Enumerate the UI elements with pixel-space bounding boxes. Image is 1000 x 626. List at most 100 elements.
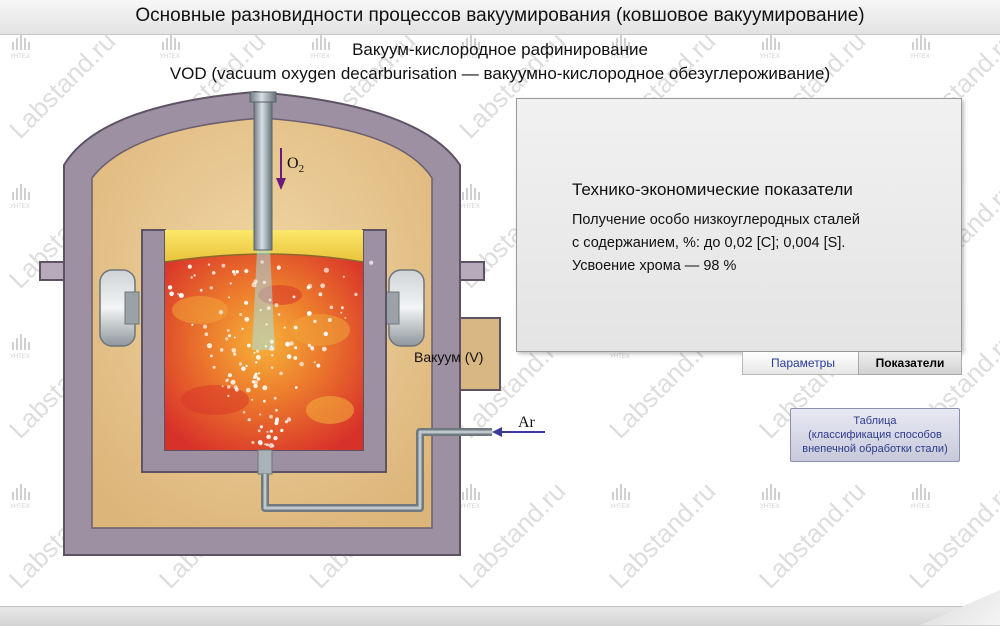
argon-bubble	[251, 398, 254, 401]
argon-bubble	[169, 291, 174, 297]
tab-indicators[interactable]: Показатели	[858, 352, 962, 375]
porous-plug	[257, 449, 273, 475]
argon-bubble	[274, 303, 279, 308]
argon-bubble	[354, 292, 358, 297]
argon-bubble	[190, 276, 193, 279]
argon-bubble	[273, 435, 278, 441]
bottom-bar	[0, 606, 1000, 626]
argon-bubble	[218, 310, 224, 315]
argon-bubble	[233, 385, 238, 390]
classification-table-button[interactable]: Таблица (классификация способов внепечно…	[790, 408, 960, 462]
argon-bubble	[212, 365, 216, 369]
argon-bubble	[306, 311, 312, 316]
argon-bubble	[340, 311, 343, 314]
argon-bubble	[206, 343, 213, 349]
argon-bubble	[306, 285, 311, 290]
vacuum-label: Вакуум (V)	[414, 349, 483, 365]
argon-bubble	[294, 346, 298, 350]
argon-bubble	[293, 356, 298, 360]
argon-bubble	[262, 280, 266, 285]
argon-bubble	[226, 378, 229, 381]
argon-bubble	[316, 363, 321, 368]
argon-bubble	[292, 295, 296, 299]
panel-heading: Технико-экономические показатели	[572, 180, 853, 199]
argon-bubble	[342, 275, 345, 278]
argon-bubble	[323, 267, 329, 273]
argon-bubble	[269, 339, 274, 344]
left-flange	[99, 269, 140, 347]
argon-bubble	[247, 418, 251, 422]
argon-bubble	[211, 271, 216, 275]
argon-bubble	[323, 331, 328, 336]
argon-bubble	[227, 385, 231, 389]
argon-bubble	[226, 329, 230, 332]
panel-line: с содержанием, %: до 0,02 [C]; 0,004 [S]…	[572, 235, 846, 251]
argon-bubble	[199, 288, 203, 292]
ar-arrow-icon	[492, 427, 545, 437]
argon-bubble	[227, 394, 230, 398]
panel-line: Получение особо низкоуглеродных сталей	[572, 212, 860, 228]
argon-bubble	[286, 417, 292, 422]
argon-bubble	[219, 348, 224, 352]
argon-bubble	[307, 343, 312, 348]
argon-bubble	[270, 345, 273, 348]
argon-bubble	[329, 305, 334, 310]
argon-bubble	[239, 313, 243, 316]
argon-bubble	[244, 300, 249, 305]
argon-bubble	[225, 337, 229, 341]
argon-bubble	[313, 319, 317, 324]
argon-bubble	[221, 263, 226, 268]
ar-label: Ar	[518, 414, 536, 431]
process-subtitle: VOD (vacuum oxygen decarburisation — вак…	[169, 64, 831, 83]
argon-bubble	[266, 430, 269, 433]
argon-bubble	[264, 443, 267, 446]
argon-bubble	[264, 345, 267, 348]
argon-bubble	[253, 383, 258, 389]
panel-line: Усвоение хрома — 98 %	[572, 258, 737, 274]
argon-bubble	[239, 362, 243, 366]
argon-bubble	[245, 364, 248, 368]
argon-bubble	[253, 279, 258, 284]
argon-bubble	[310, 345, 314, 350]
argon-bubble	[233, 352, 237, 356]
argon-bubble	[313, 361, 316, 364]
argon-bubble	[294, 386, 298, 389]
argon-bubble	[233, 336, 236, 339]
right-trunnion-stub	[457, 261, 485, 281]
argon-bubble	[265, 443, 269, 447]
argon-bubble	[259, 413, 262, 416]
argon-bubble	[271, 354, 274, 357]
argon-bubble	[344, 316, 347, 319]
argon-bubble	[177, 292, 180, 296]
argon-bubbles	[167, 260, 374, 448]
argon-bubble	[289, 341, 294, 346]
process-title: Вакуум-кислородное рафинирование	[352, 40, 648, 59]
argon-bubble	[293, 325, 298, 330]
tab-parameters[interactable]: Параметры	[742, 352, 864, 375]
argon-bubble	[266, 434, 271, 440]
argon-bubble	[256, 355, 261, 360]
argon-bubble	[257, 429, 261, 433]
argon-bubble	[191, 323, 194, 326]
title-bar: Основные разновидности процессов вакууми…	[0, 0, 1000, 35]
argon-bubble	[207, 263, 211, 266]
argon-bubble	[279, 371, 283, 376]
argon-bubble	[241, 327, 244, 330]
argon-bubble	[320, 283, 326, 289]
right-flange	[384, 269, 425, 347]
left-trunnion-stub	[39, 261, 67, 281]
o2-arrow-icon	[276, 148, 286, 190]
argon-bubble	[251, 441, 255, 444]
argon-bubble	[283, 326, 286, 329]
argon-bubble	[259, 309, 262, 312]
argon-bubble	[235, 270, 239, 274]
argon-bubble	[269, 429, 273, 433]
argon-bubble	[276, 265, 281, 270]
argon-bubble	[167, 285, 173, 290]
argon-bubble	[263, 399, 266, 403]
argon-bubble	[299, 361, 304, 367]
argon-bubble	[244, 316, 250, 322]
argon-bubble	[229, 282, 232, 285]
argon-bubble	[284, 420, 288, 424]
argon-bubble	[210, 354, 213, 358]
